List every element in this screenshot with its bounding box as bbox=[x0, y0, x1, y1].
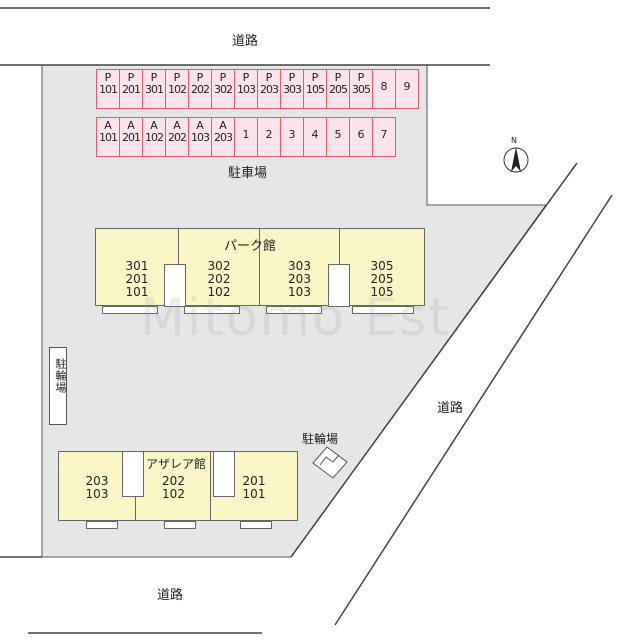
parking-lower-stall: 2 bbox=[257, 117, 281, 157]
bike-parking-left-box bbox=[49, 347, 67, 425]
parking-lower-stall: 6 bbox=[349, 117, 373, 157]
parking-upper-stall: 8 bbox=[372, 69, 396, 109]
azalea-step-3 bbox=[240, 521, 272, 529]
bike-parking-left-label: 駐輪場 bbox=[54, 358, 67, 394]
right-road-line-lower bbox=[334, 194, 613, 626]
parking-lower-stall: 5 bbox=[326, 117, 350, 157]
azalea-building-name: アザレア館 bbox=[146, 457, 207, 471]
parking-lower-stall: 1 bbox=[234, 117, 258, 157]
road-label-top: 道路 bbox=[232, 34, 259, 49]
parking-lower-stall: 4 bbox=[303, 117, 327, 157]
right-road-line-upper bbox=[290, 162, 578, 558]
park-building-name: パーク館 bbox=[224, 239, 277, 254]
park-notch-2 bbox=[328, 264, 350, 307]
compass-icon bbox=[503, 147, 529, 173]
road-label-bottom: 道路 bbox=[157, 588, 184, 603]
azalea-notch-1 bbox=[122, 451, 144, 497]
road-label-right: 道路 bbox=[437, 401, 464, 416]
park-step-1 bbox=[102, 306, 158, 314]
azalea-step-1 bbox=[86, 521, 118, 529]
park-step-4 bbox=[352, 306, 414, 314]
bike-parking-right-label: 駐輪場 bbox=[302, 432, 339, 446]
parking-lower-stall: 7 bbox=[372, 117, 396, 157]
parking-upper-stall: 9 bbox=[395, 69, 419, 109]
park-step-3 bbox=[266, 306, 322, 314]
watermark: Mitomo Est bbox=[140, 288, 451, 348]
azalea-step-2 bbox=[164, 521, 196, 529]
bike-parking-shape bbox=[312, 446, 348, 479]
parking-lower-stall: 3 bbox=[280, 117, 304, 157]
compass-label: N bbox=[511, 136, 517, 145]
azalea-notch-2 bbox=[213, 451, 235, 497]
parking-label: 駐車場 bbox=[228, 166, 268, 181]
park-notch-1 bbox=[164, 264, 186, 307]
park-step-2 bbox=[184, 306, 240, 314]
